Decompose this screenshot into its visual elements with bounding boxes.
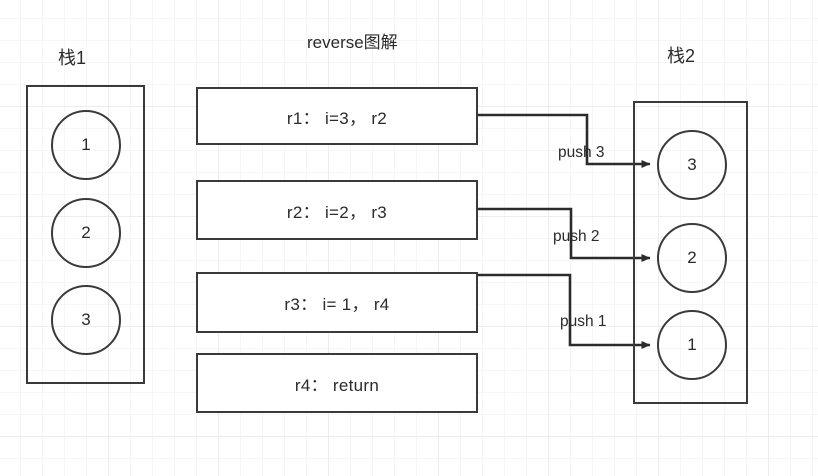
stack2-container xyxy=(633,101,748,404)
stack1-container xyxy=(26,85,145,384)
frame-box-r4: r4： return xyxy=(196,353,478,413)
diagram-title: reverse图解 xyxy=(307,33,398,52)
frame-box-r1: r1： i=3， r2 xyxy=(196,87,478,145)
connector-label-push-3: push 3 xyxy=(558,144,605,161)
stack1-item-2: 3 xyxy=(51,285,121,355)
stack2-item-1: 2 xyxy=(657,223,727,293)
connector-label-push-2: push 2 xyxy=(553,228,600,245)
frame-box-r2: r2： i=2， r3 xyxy=(196,180,478,240)
stack2-title: 栈2 xyxy=(667,46,696,66)
connector-label-push-1: push 1 xyxy=(560,313,607,330)
stack2-item-2: 1 xyxy=(657,310,727,380)
frame-box-r3: r3： i= 1， r4 xyxy=(196,272,478,333)
stack1-title: 栈1 xyxy=(58,48,87,68)
stack1-item-1: 2 xyxy=(51,198,121,268)
stack2-item-0: 3 xyxy=(657,130,727,200)
connector-push-1 xyxy=(478,273,651,349)
stack1-item-0: 1 xyxy=(51,110,121,180)
